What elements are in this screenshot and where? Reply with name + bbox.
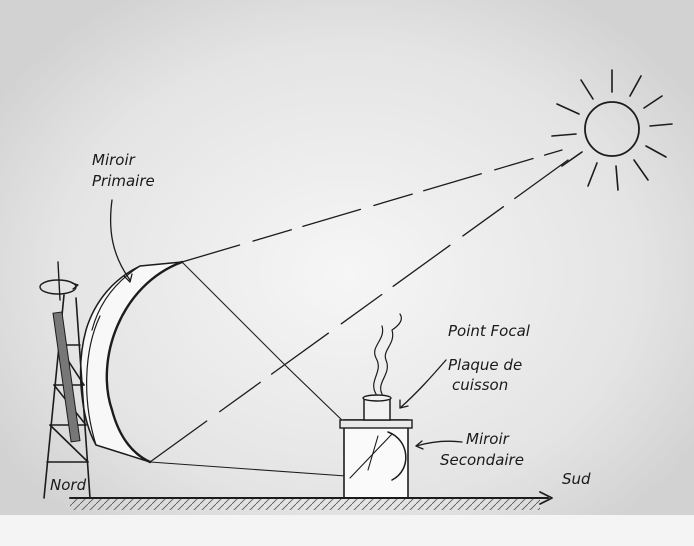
- primary-mirror: [79, 260, 184, 464]
- mirror-stand: [43, 294, 91, 499]
- label-plaque-2: cuisson: [452, 376, 508, 394]
- rotation-axis-icon: [39, 261, 79, 301]
- paper-bottom: [0, 515, 694, 546]
- cooking-box: [339, 419, 413, 499]
- sun-rays: [149, 149, 569, 463]
- label-point-focal: Point Focal: [448, 322, 531, 340]
- label-nord: Nord: [50, 476, 87, 494]
- sun-icon: [551, 69, 673, 191]
- label-miroir-primaire-1: Miroir: [92, 151, 136, 169]
- label-miroir-secondaire-2: Secondaire: [440, 451, 524, 469]
- annotation-arrows: [109, 199, 463, 450]
- steam-icon: [373, 313, 402, 395]
- label-sud: Sud: [562, 470, 591, 488]
- ground-line: [69, 491, 553, 510]
- label-miroir-primaire-2: Primaire: [92, 172, 155, 190]
- label-plaque-1: Plaque de: [448, 356, 522, 374]
- reflected-rays: [149, 261, 347, 477]
- label-miroir-secondaire-1: Miroir: [466, 430, 510, 448]
- cooking-pot: [362, 394, 392, 421]
